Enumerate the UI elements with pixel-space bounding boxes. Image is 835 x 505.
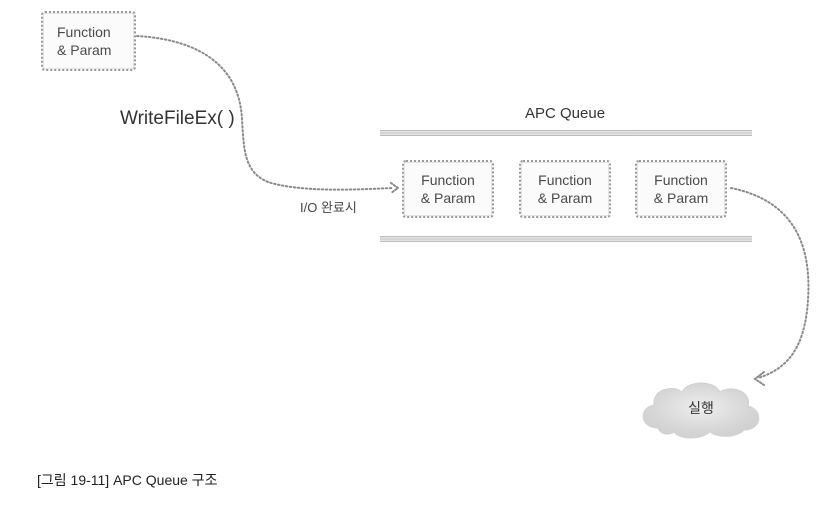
io-complete-label: I/O 완료시	[300, 200, 357, 215]
queue-top-rail	[380, 130, 752, 136]
source-function-box: Function & Param	[41, 11, 136, 71]
source-function-line1: Function	[57, 24, 111, 40]
execute-cloud	[642, 382, 760, 439]
queue-item-line2: & Param	[537, 190, 593, 206]
queue-item: Function & Param	[635, 160, 727, 218]
queue-item-line1: Function	[654, 172, 708, 188]
queue-item-line2: & Param	[653, 190, 709, 206]
queue-bottom-rail	[380, 236, 752, 242]
queue-item-line2: & Param	[420, 190, 476, 206]
enqueue-connector	[136, 35, 393, 191]
figure-caption: [그림 19-11] APC Queue 구조	[37, 472, 218, 488]
queue-item: Function & Param	[519, 160, 611, 218]
writefileex-label: WriteFileEx( )	[120, 108, 235, 129]
queue-item-line1: Function	[538, 172, 592, 188]
enqueue-arrowhead	[390, 182, 400, 194]
source-function-line2: & Param	[57, 42, 112, 58]
queue-item: Function & Param	[402, 160, 494, 218]
queue-item-line1: Function	[421, 172, 475, 188]
dispatch-arrowhead	[753, 371, 765, 386]
execute-label: 실행	[688, 400, 714, 416]
dispatch-connector	[730, 187, 810, 379]
apc-queue-title: APC Queue	[525, 105, 606, 122]
